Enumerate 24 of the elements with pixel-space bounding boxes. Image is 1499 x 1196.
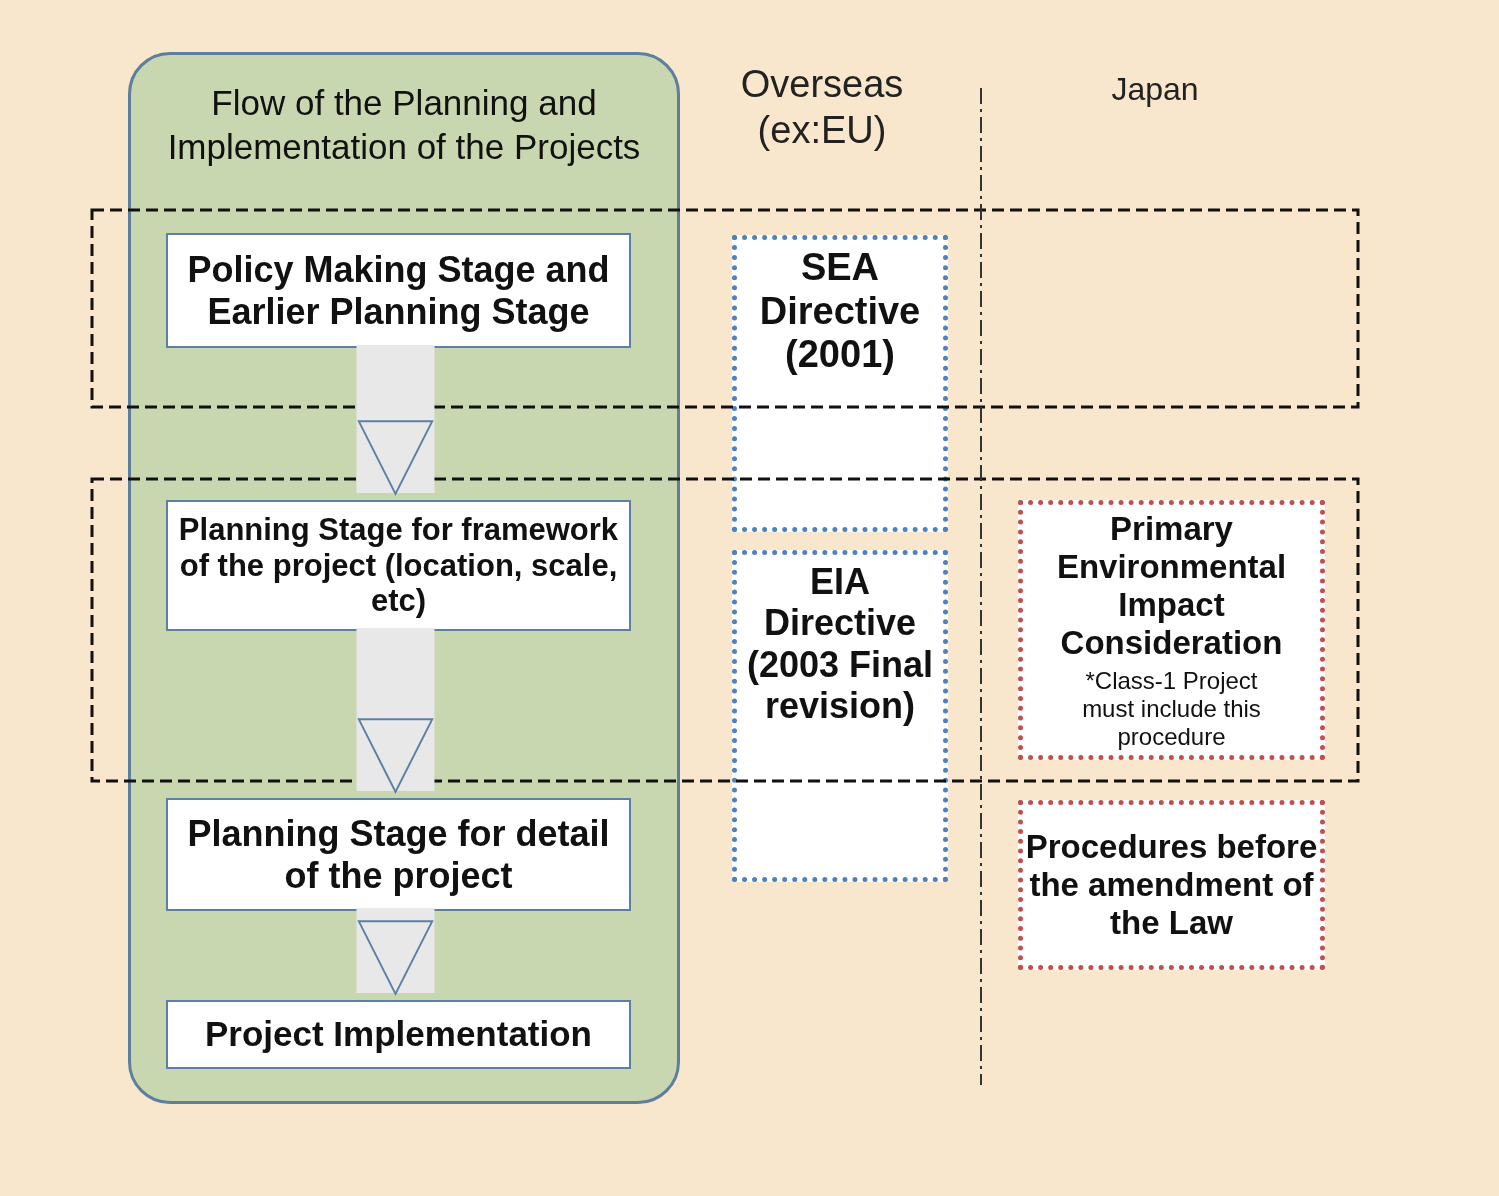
box-title: Project Implementation bbox=[205, 1014, 592, 1055]
stage-box bbox=[166, 500, 631, 631]
note-text: *Class-1 Project must include this procedure bbox=[1081, 667, 1262, 751]
stage-box bbox=[166, 233, 631, 348]
panel-title: Flow of the Planning and Implementation of the Projects bbox=[166, 82, 642, 168]
box-title: Planning Stage for detail of the project bbox=[186, 813, 611, 896]
column-heading: Japan bbox=[1110, 70, 1200, 109]
box-title: SEA Directive (2001) bbox=[758, 246, 922, 378]
box-title: EIA Directive (2003 Final revision) bbox=[745, 561, 935, 727]
box-title: Planning Stage for framework of the project (location, scale, etc) bbox=[177, 512, 620, 619]
flow-panel bbox=[128, 52, 680, 1104]
stage-box bbox=[166, 1000, 631, 1069]
box-title: Procedures before the amendment of the Law bbox=[1025, 828, 1318, 942]
procedure-box bbox=[1018, 500, 1325, 760]
block-arrow bbox=[356, 628, 435, 793]
block-arrow bbox=[356, 345, 435, 495]
box-title: Policy Making Stage and Earlier Planning Stage bbox=[186, 249, 611, 332]
box-title: Primary Environmental Impact Consideration bbox=[1055, 509, 1288, 662]
procedure-box bbox=[1018, 800, 1325, 970]
directive-box bbox=[732, 235, 948, 532]
stage-box bbox=[166, 798, 631, 911]
block-arrow bbox=[356, 908, 435, 995]
column-heading: Overseas (ex:EU) bbox=[739, 62, 905, 153]
directive-box bbox=[732, 550, 948, 882]
